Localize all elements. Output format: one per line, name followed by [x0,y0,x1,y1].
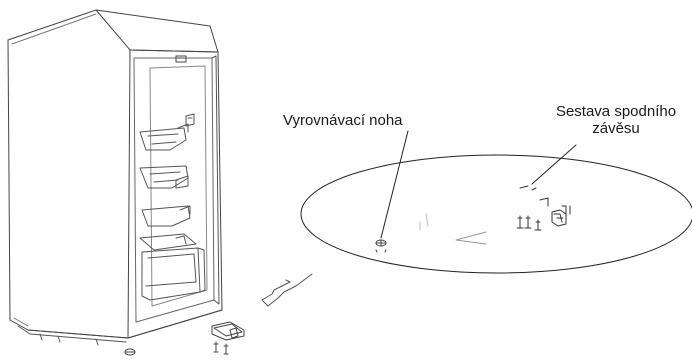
leveling-foot-label: Vyrovnávací noha [283,112,403,129]
detail-ellipse [300,154,692,274]
shelf [141,205,191,227]
bottom-hinge-assembly [516,185,571,231]
shelf [139,127,187,151]
glass-shelf [139,233,197,251]
bottom-hinge-label: Sestava spodního závěsu [540,103,692,137]
direction-arrow [455,231,487,245]
bottom-hinge-parts-exploded [124,321,245,356]
leader-line-leveling-foot [380,130,409,239]
detail-view [300,154,692,274]
interior-shelves [139,113,206,301]
leader-line-bottom-hinge [531,144,577,185]
shelf [139,165,189,189]
leveling-foot [375,239,387,253]
zoom-connector [261,273,313,307]
bottom-hinge-label-line1: Sestava spodního [555,103,677,120]
leader-lines [380,130,577,239]
crisper-drawer [141,247,201,301]
bottom-hinge-label-line2: závěsu [592,120,640,137]
refrigerator-cabinet [7,9,223,346]
